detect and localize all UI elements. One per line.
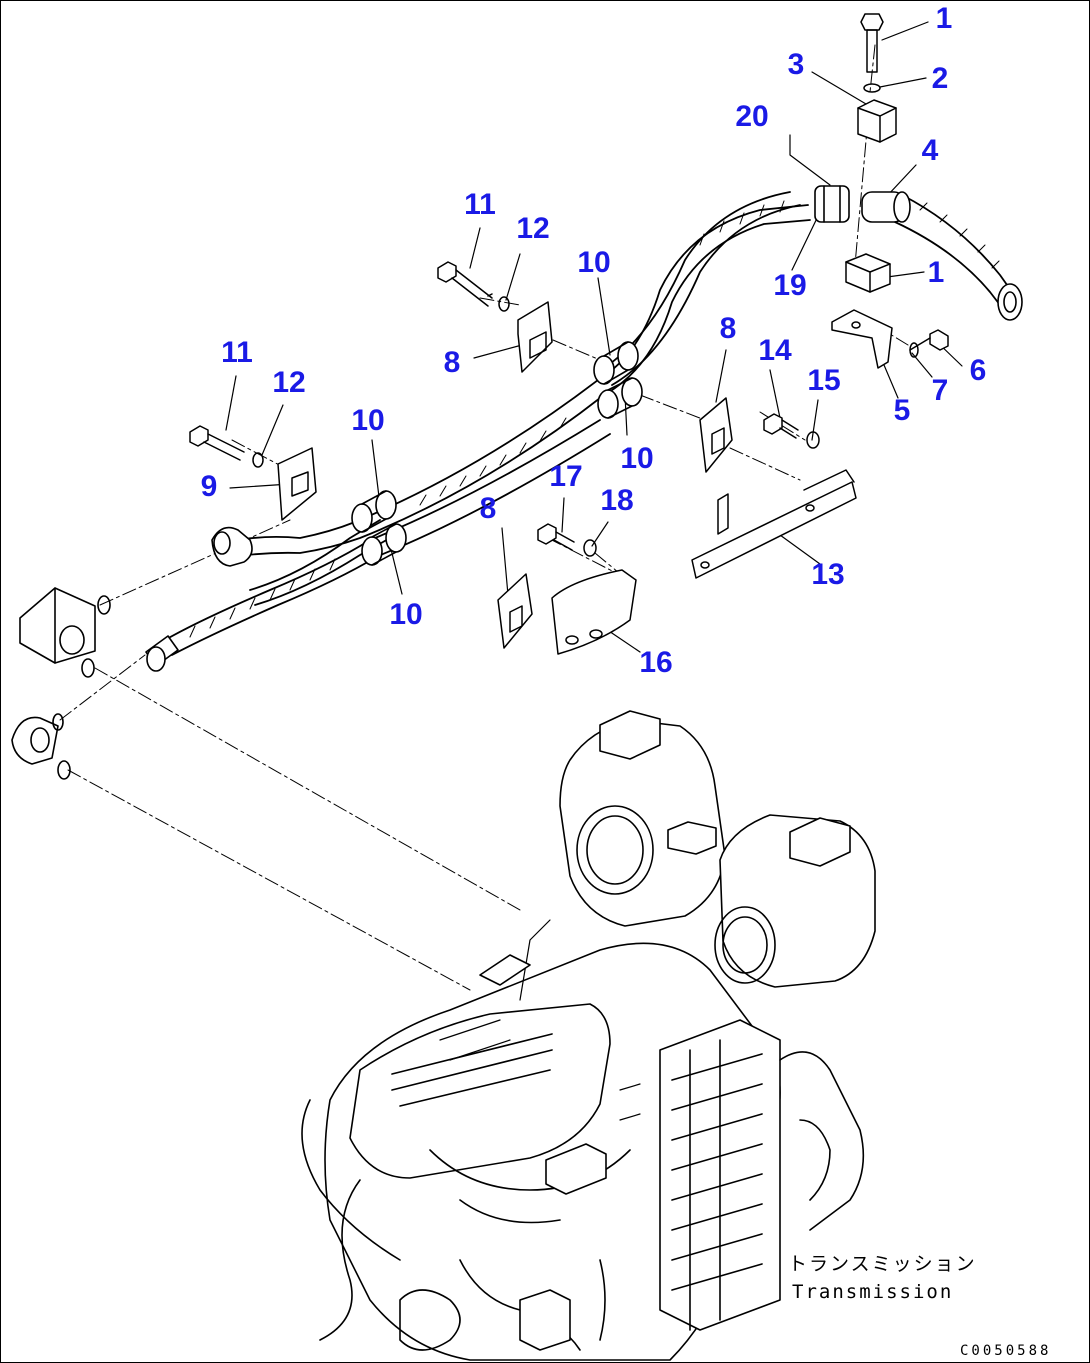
- left-fittings: [11, 526, 253, 780]
- callout-2: 4: [922, 134, 939, 167]
- caption-jp: トランスミッション: [788, 1253, 977, 1275]
- hose-joint: [814, 185, 1023, 321]
- caption-en: Transmission: [792, 1281, 953, 1303]
- callout-1-clamp: 1: [928, 256, 945, 289]
- callout-17: 17: [549, 460, 582, 493]
- callout-20: 20: [735, 100, 768, 133]
- callout-18: 18: [600, 484, 633, 517]
- callout-10-right: 10: [620, 442, 653, 475]
- callout-14: 14: [758, 334, 792, 367]
- callout-10-left: 10: [351, 404, 384, 437]
- leader-lines: [225, 21, 963, 653]
- transmission-body: [301, 710, 876, 1361]
- callout-4: 2: [932, 62, 949, 95]
- callout-6: 6: [970, 354, 987, 387]
- brackets: [277, 301, 857, 655]
- callout-12-upper: 12: [516, 212, 549, 245]
- callout-15: 15: [807, 364, 840, 397]
- clamps: [831, 99, 897, 369]
- callout-10-lower: 10: [389, 598, 422, 631]
- callout-10-upper: 10: [577, 246, 610, 279]
- callout-13: 13: [811, 558, 844, 591]
- hose-braid: [189, 200, 1000, 638]
- callouts: 1 2 3 4 1 20 19 11 12 10 8 8 14 15 6 7 5…: [201, 2, 987, 679]
- callout-3: 1: [936, 2, 953, 35]
- callout-11-upper: 11: [464, 188, 496, 221]
- callout-7: 7: [932, 374, 949, 407]
- callout-12-lower: 12: [272, 366, 305, 399]
- upper-hose: [237, 191, 1013, 606]
- callout-16: 16: [639, 646, 672, 679]
- callout-8-lower: 8: [480, 492, 497, 525]
- callout-8-upper: 8: [444, 346, 461, 379]
- callout-1-top: 3: [788, 48, 805, 81]
- callout-5: 5: [894, 394, 911, 427]
- coupler-group: [351, 341, 643, 566]
- callout-11-lower: 11: [221, 336, 253, 369]
- callout-19: 19: [773, 269, 806, 302]
- transmission-caption: トランスミッション Transmission: [788, 1253, 977, 1303]
- callout-8-right: 8: [720, 312, 737, 345]
- callout-9: 9: [201, 470, 218, 503]
- drawing-code: C0050588: [960, 1343, 1051, 1359]
- bolts: [189, 13, 949, 557]
